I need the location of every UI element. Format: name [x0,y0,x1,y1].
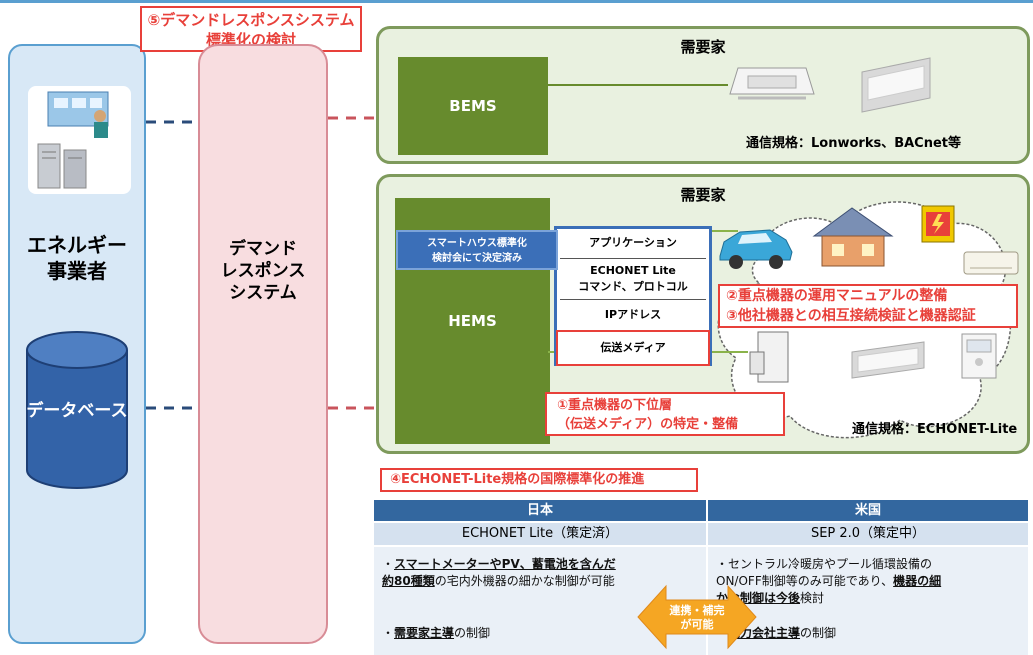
us-row2: ・電力会社主導の制御 [716,624,836,641]
stack-echonet-line1: ECHONET Lite [590,264,676,277]
japan-row2-rest: の制御 [454,626,491,640]
us-row1-end: 検討 [800,591,825,605]
energy-label-line1: エネルギー [27,233,127,257]
cooperation-arrow-label: 連携・補完 が可能 [666,604,728,632]
dr-line3: システム [229,283,297,303]
hems-label: HEMS [448,312,497,330]
smarthouse-line2: 検討会にて決定済み [432,253,522,264]
table-header-us: 米国 [708,500,1028,521]
item5-title-line1: ⑤デマンドレスポンスシステム [147,11,355,29]
japan-row1-rest: の宅内外機器の細かな制御が可能 [434,574,615,588]
dr-line2: レスポンス [220,261,306,281]
us-row1-line2: ON/OFF制御等のみ可能であり、 [716,574,894,588]
customer1-title: 需要家 [680,38,726,56]
arrow-line2: が可能 [680,618,714,631]
operator-image [28,86,131,194]
us-row2-bold: 電力会社主導 [728,626,801,640]
item1-line1: ①重点機器の下位層 [557,398,673,413]
table-sub-japan: ECHONET Lite（策定済） [374,523,706,545]
cooperation-double-arrow [637,584,757,650]
customer2-title: 需要家 [680,186,726,204]
dr-line1: デマンド [229,239,297,259]
japan-row2-bullet: ・ [382,626,395,640]
wall-aircon-icon [963,251,1019,275]
top-border [0,0,1033,3]
japan-row1: ・スマートメーターやPV、蓄電池を含んだ 約80種類の宅内外機器の細かな制御が可… [382,556,652,590]
solar-house-icon [812,207,894,267]
items-2-3-callout: ②重点機器の運用マニュアルの整備 ③他社機器との相互接続検証と機器認証 [718,284,1018,328]
item2-text: ②重点機器の運用マニュアルの整備 [726,288,948,304]
customer2-comm-standard: 通信規格：ECHONET-Lite [852,422,1018,437]
database-cylinder [26,331,128,489]
energy-label-line2: 事業者 [47,259,107,283]
japan-row1-count: 約80種類 [382,574,435,588]
us-row1: ・セントラル冷暖房やプール循環設備の ON/OFF制御等のみ可能であり、機器の細… [716,556,1024,607]
japan-row1-bold: スマートメーターやPV、蓄電池を含んだ [394,557,616,571]
item1-callout: ①重点機器の下位層 （伝送メディア）の特定・整備 [545,392,785,436]
item3-text: ③他社機器との相互接続検証と機器認証 [726,308,976,324]
ceiling-aircon-icon [729,67,815,100]
ceiling-light-icon [851,341,925,379]
stack-ip: IPアドレス [560,304,706,326]
smarthouse-note: スマートハウス標準化 検討会にて決定済み [396,230,558,270]
stack-media: 伝送メディア [556,330,710,366]
stack-echonet-line2: コマンド、プロトコル [578,280,688,293]
bems-connector [548,84,728,86]
japan-row2: ・需要家主導の制御 [382,624,490,641]
stack-echonet: ECHONET Lite コマンド、プロトコル [560,258,706,300]
arrow-line1: 連携・補完 [669,604,725,617]
table-header-japan: 日本 [374,500,706,521]
table-col2-body [708,547,1028,655]
smarthouse-line1: スマートハウス標準化 [427,238,527,249]
us-row2-rest: の制御 [800,626,837,640]
japan-row1-bullet: ・ [382,557,395,571]
operator-servers-icon [37,91,109,189]
customer1-comm-standard: 通信規格：Lonworks、BACnet等 [746,136,962,151]
bems-box: BEMS [398,57,548,155]
controller-panel-icon [961,333,997,379]
demand-response-panel [198,44,328,644]
battery-icon [921,205,955,243]
us-row1-bold1: 機器の細 [893,574,942,588]
fluorescent-light-icon [861,57,931,113]
electric-car-icon [719,229,793,269]
database-label: データベース [26,401,128,421]
us-row1-line1: ・セントラル冷暖房やプール循環設備の [716,557,933,571]
demand-response-label: デマンド レスポンス システム [198,238,328,304]
stack-application: アプリケーション [560,232,706,254]
water-heater-icon [749,331,789,383]
table-sub-us: SEP 2.0（策定中） [708,523,1028,545]
energy-company-label: エネルギー 事業者 [10,232,144,284]
japan-row2-bold: 需要家主導 [394,626,455,640]
item1-line2: （伝送メディア）の特定・整備 [557,417,739,432]
table-col1-body [374,547,706,655]
item4-title: ④ECHONET-Lite規格の国際標準化の推進 [380,468,698,492]
